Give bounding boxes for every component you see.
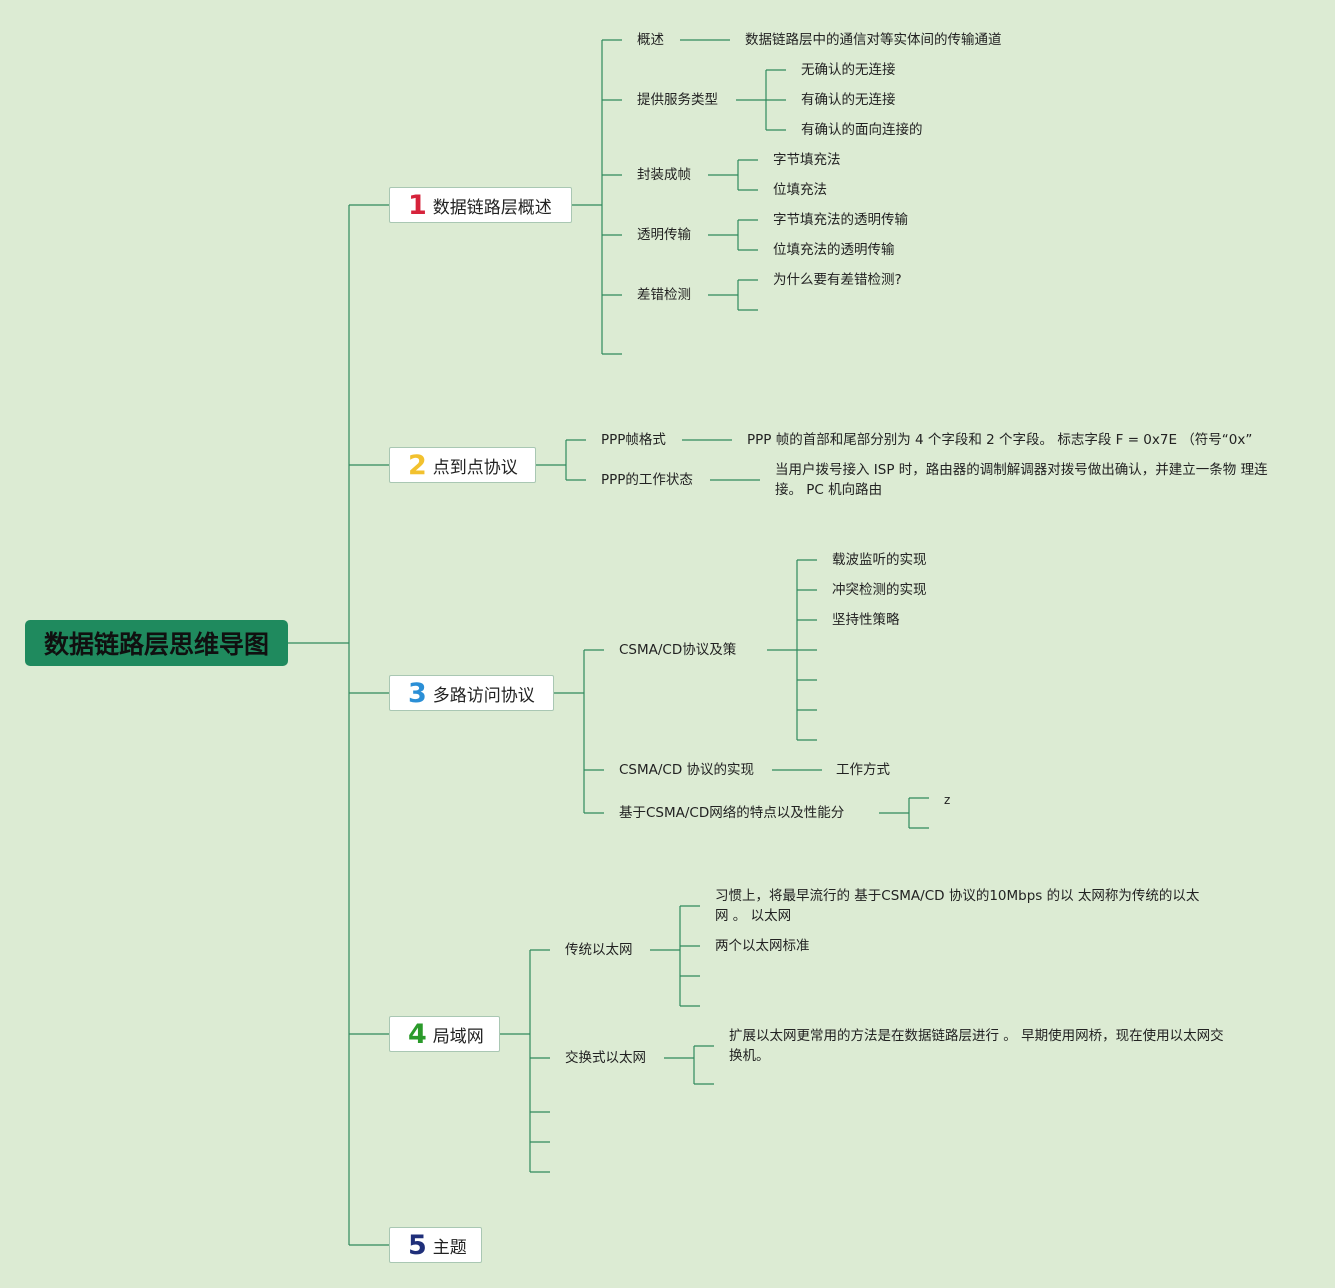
node-error-detect[interactable]: 差错检测 — [637, 287, 691, 303]
topic-label-2: 点到点协议 — [432, 457, 518, 478]
topic-label-3: 多路访问协议 — [432, 685, 535, 706]
topic-label-1: 数据链路层概述 — [432, 197, 552, 218]
node-gaishu[interactable]: 概述 — [637, 32, 664, 48]
topic-4[interactable]: 4 局域网 — [389, 1016, 500, 1052]
node-gaishu-detail[interactable]: 数据链路层中的通信对等实体间的传输通道 — [745, 32, 1002, 48]
node-traditional-ethernet[interactable]: 传统以太网 — [565, 942, 633, 958]
topic-number-2: 2 — [408, 449, 427, 481]
node-ppp-format[interactable]: PPP帧格式 — [601, 432, 666, 448]
node-service-item[interactable]: 有确认的面向连接的 — [801, 122, 923, 138]
topic-number-1: 1 — [408, 189, 427, 221]
node-transparent-item[interactable]: 字节填充法的透明传输 — [773, 212, 908, 228]
node-csma-feature-item[interactable]: z — [944, 793, 951, 807]
node-service-item[interactable]: 无确认的无连接 — [801, 62, 896, 78]
topic-2[interactable]: 2 点到点协议 — [389, 447, 536, 483]
root-topic[interactable]: 数据链路层思维导图 — [25, 620, 288, 666]
node-csma-impl-detail[interactable]: 工作方式 — [836, 762, 890, 778]
node-switched-ethernet[interactable]: 交换式以太网 — [565, 1050, 646, 1066]
topic-3[interactable]: 3 多路访问协议 — [389, 675, 554, 711]
node-transparent-item[interactable]: 位填充法的透明传输 — [773, 242, 895, 258]
node-traditional-item[interactable]: 习惯上，将最早流行的 基于CSMA/CD 协议的10Mbps 的以 太网称为传统… — [715, 888, 1200, 924]
node-transparent[interactable]: 透明传输 — [637, 227, 691, 243]
node-csma-strategy-item[interactable]: 坚持性策略 — [832, 612, 900, 628]
node-service-item[interactable]: 有确认的无连接 — [801, 92, 896, 108]
node-ppp-state[interactable]: PPP的工作状态 — [601, 472, 693, 488]
topic-number-5: 5 — [408, 1229, 427, 1261]
node-framing-item[interactable]: 字节填充法 — [773, 152, 841, 168]
node-traditional-item[interactable]: 两个以太网标准 — [715, 938, 810, 954]
node-error-item[interactable]: 为什么要有差错检测? — [773, 272, 902, 288]
topic-label-5: 主题 — [432, 1237, 467, 1258]
node-framing-item[interactable]: 位填充法 — [773, 182, 827, 198]
node-service-type[interactable]: 提供服务类型 — [637, 92, 718, 108]
node-framing[interactable]: 封装成帧 — [637, 167, 691, 183]
node-csma-strategy-item[interactable]: 载波监听的实现 — [832, 552, 927, 568]
topic-number-4: 4 — [408, 1018, 427, 1050]
node-csma-strategy[interactable]: CSMA/CD协议及策 — [619, 642, 737, 658]
root-title: 数据链路层思维导图 — [43, 630, 269, 659]
node-csma-strategy-item[interactable]: 冲突检测的实现 — [832, 582, 927, 598]
topic-number-3: 3 — [408, 677, 427, 709]
node-csma-impl[interactable]: CSMA/CD 协议的实现 — [619, 762, 755, 778]
topic-1[interactable]: 1 数据链路层概述 — [389, 187, 572, 223]
topic-5[interactable]: 5 主题 — [389, 1227, 482, 1263]
node-ppp-state-detail[interactable]: 当用户拨号接入 ISP 时，路由器的调制解调器对拨号做出确认，并建立一条物 理连… — [775, 462, 1268, 498]
topic-label-4: 局域网 — [432, 1026, 484, 1047]
node-switched-item[interactable]: 扩展以太网更常用的方法是在数据链路层进行 。 早期使用网桥，现在使用以太网交换机… — [729, 1028, 1224, 1064]
node-csma-feature[interactable]: 基于CSMA/CD网络的特点以及性能分 — [619, 805, 845, 821]
node-ppp-format-detail[interactable]: PPP 帧的首部和尾部分别为 4 个字段和 2 个字段。 标志字段 F = 0x… — [747, 432, 1253, 448]
